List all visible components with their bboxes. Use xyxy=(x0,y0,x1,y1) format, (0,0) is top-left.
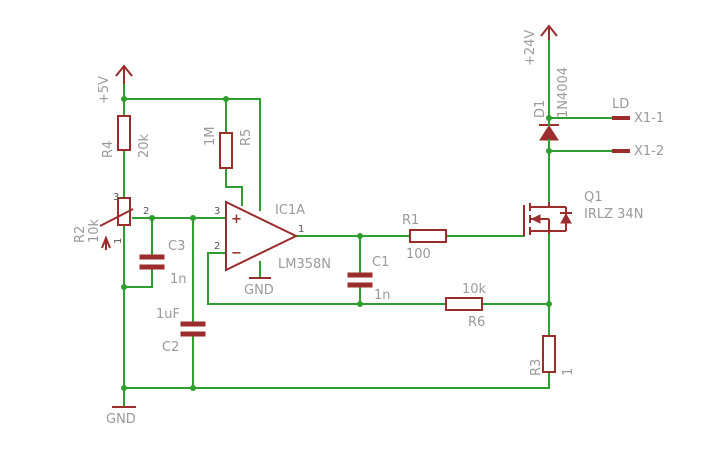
c2-value: 1uF xyxy=(156,307,180,322)
q1-value: IRLZ 34N xyxy=(584,207,643,222)
capacitor-c1: C1 1n xyxy=(347,255,391,303)
label-x1-1: X1-1 xyxy=(634,111,664,126)
c2-name: C2 xyxy=(162,340,179,355)
r2-pin-wiper: 2 xyxy=(143,206,149,217)
junction-gnd-main xyxy=(121,385,127,391)
junction-wiper-c2 xyxy=(190,215,196,221)
c3-name: C3 xyxy=(168,239,185,254)
opamp-minus: − xyxy=(231,246,242,261)
resistor-r3: R3 1 xyxy=(529,335,576,376)
label-gnd-main: GND xyxy=(106,412,136,427)
connector-x1: LD X1-1 X1-2 xyxy=(612,97,664,159)
r3-value: 1 xyxy=(561,368,576,376)
mosfet-arrow-icon xyxy=(530,214,541,224)
ground-main: GND xyxy=(106,406,136,427)
junction-gnd-c2 xyxy=(190,385,196,391)
label-ld: LD xyxy=(612,97,629,112)
resistor-r6: 10k R6 xyxy=(445,282,487,330)
opamp-ic1a: + − 3 2 1 IC1A LM358N xyxy=(214,200,331,272)
junction-c3-ground xyxy=(121,284,127,290)
resistor-r5: 1M R5 xyxy=(203,127,254,169)
d1-value: 1N4004 xyxy=(556,67,571,118)
r4-value: 20k xyxy=(137,133,152,158)
opamp-triangle-icon xyxy=(225,200,299,272)
c3-value: 1n xyxy=(170,272,187,287)
capacitor-c3: C3 1n xyxy=(139,239,187,287)
label-x1-2: X1-2 xyxy=(634,144,664,159)
c1-value: 1n xyxy=(374,288,391,303)
junction-source-r6 xyxy=(546,301,552,307)
ic-pin-out: 1 xyxy=(298,224,304,235)
r5-value: 1M xyxy=(203,127,218,147)
c1-name: C1 xyxy=(372,255,389,270)
resistor-r1: R1 100 xyxy=(402,213,447,262)
body-diode-icon xyxy=(560,212,572,224)
resistor-r4: R4 20k xyxy=(101,115,152,158)
opamp-plus: + xyxy=(231,212,242,227)
r2-value: 10k xyxy=(87,218,102,243)
junction-output-c1 xyxy=(357,233,363,239)
ic-pin-plus: 3 xyxy=(214,206,220,217)
r6-name: R6 xyxy=(468,315,485,330)
r3-name: R3 xyxy=(529,359,544,376)
r4-name: R4 xyxy=(101,141,116,158)
mosfet-q1: Q1 IRLZ 34N xyxy=(523,190,643,236)
diode-d1: D1 1N4004 xyxy=(533,67,571,146)
label-5v: +5V xyxy=(97,76,112,104)
r6-value: 10k xyxy=(462,282,487,297)
ic-value: LM358N xyxy=(278,257,331,272)
junction-r5-top xyxy=(223,96,229,102)
ic-name: IC1A xyxy=(275,203,305,218)
r1-value: 100 xyxy=(406,247,431,262)
junction-5v xyxy=(121,96,127,102)
q1-name: Q1 xyxy=(584,190,603,205)
diode-icon xyxy=(539,125,559,141)
supply-5v: +5V xyxy=(97,64,133,104)
r2-pin-bottom: 1 xyxy=(113,238,124,244)
capacitor-c2: 1uF C2 xyxy=(156,307,206,355)
label-24v: +24V xyxy=(523,30,538,66)
r1-name: R1 xyxy=(402,213,419,228)
r2-pin-top: 3 xyxy=(113,192,119,203)
ic-pin-minus: 2 xyxy=(214,241,220,252)
r2-name: R2 xyxy=(73,226,88,243)
label-gnd-opamp: GND xyxy=(244,283,274,298)
potentiometer-r2: 3 2 1 R2 10k xyxy=(73,192,149,250)
supply-24v: +24V xyxy=(523,24,558,66)
junction-wiper-c3 xyxy=(149,215,155,221)
r5-name: R5 xyxy=(239,129,254,146)
junction-feedback-c1 xyxy=(357,301,363,307)
d1-name: D1 xyxy=(533,100,548,118)
ground-opamp: GND xyxy=(244,277,274,298)
junctions xyxy=(121,96,552,391)
junction-drain xyxy=(546,148,552,154)
